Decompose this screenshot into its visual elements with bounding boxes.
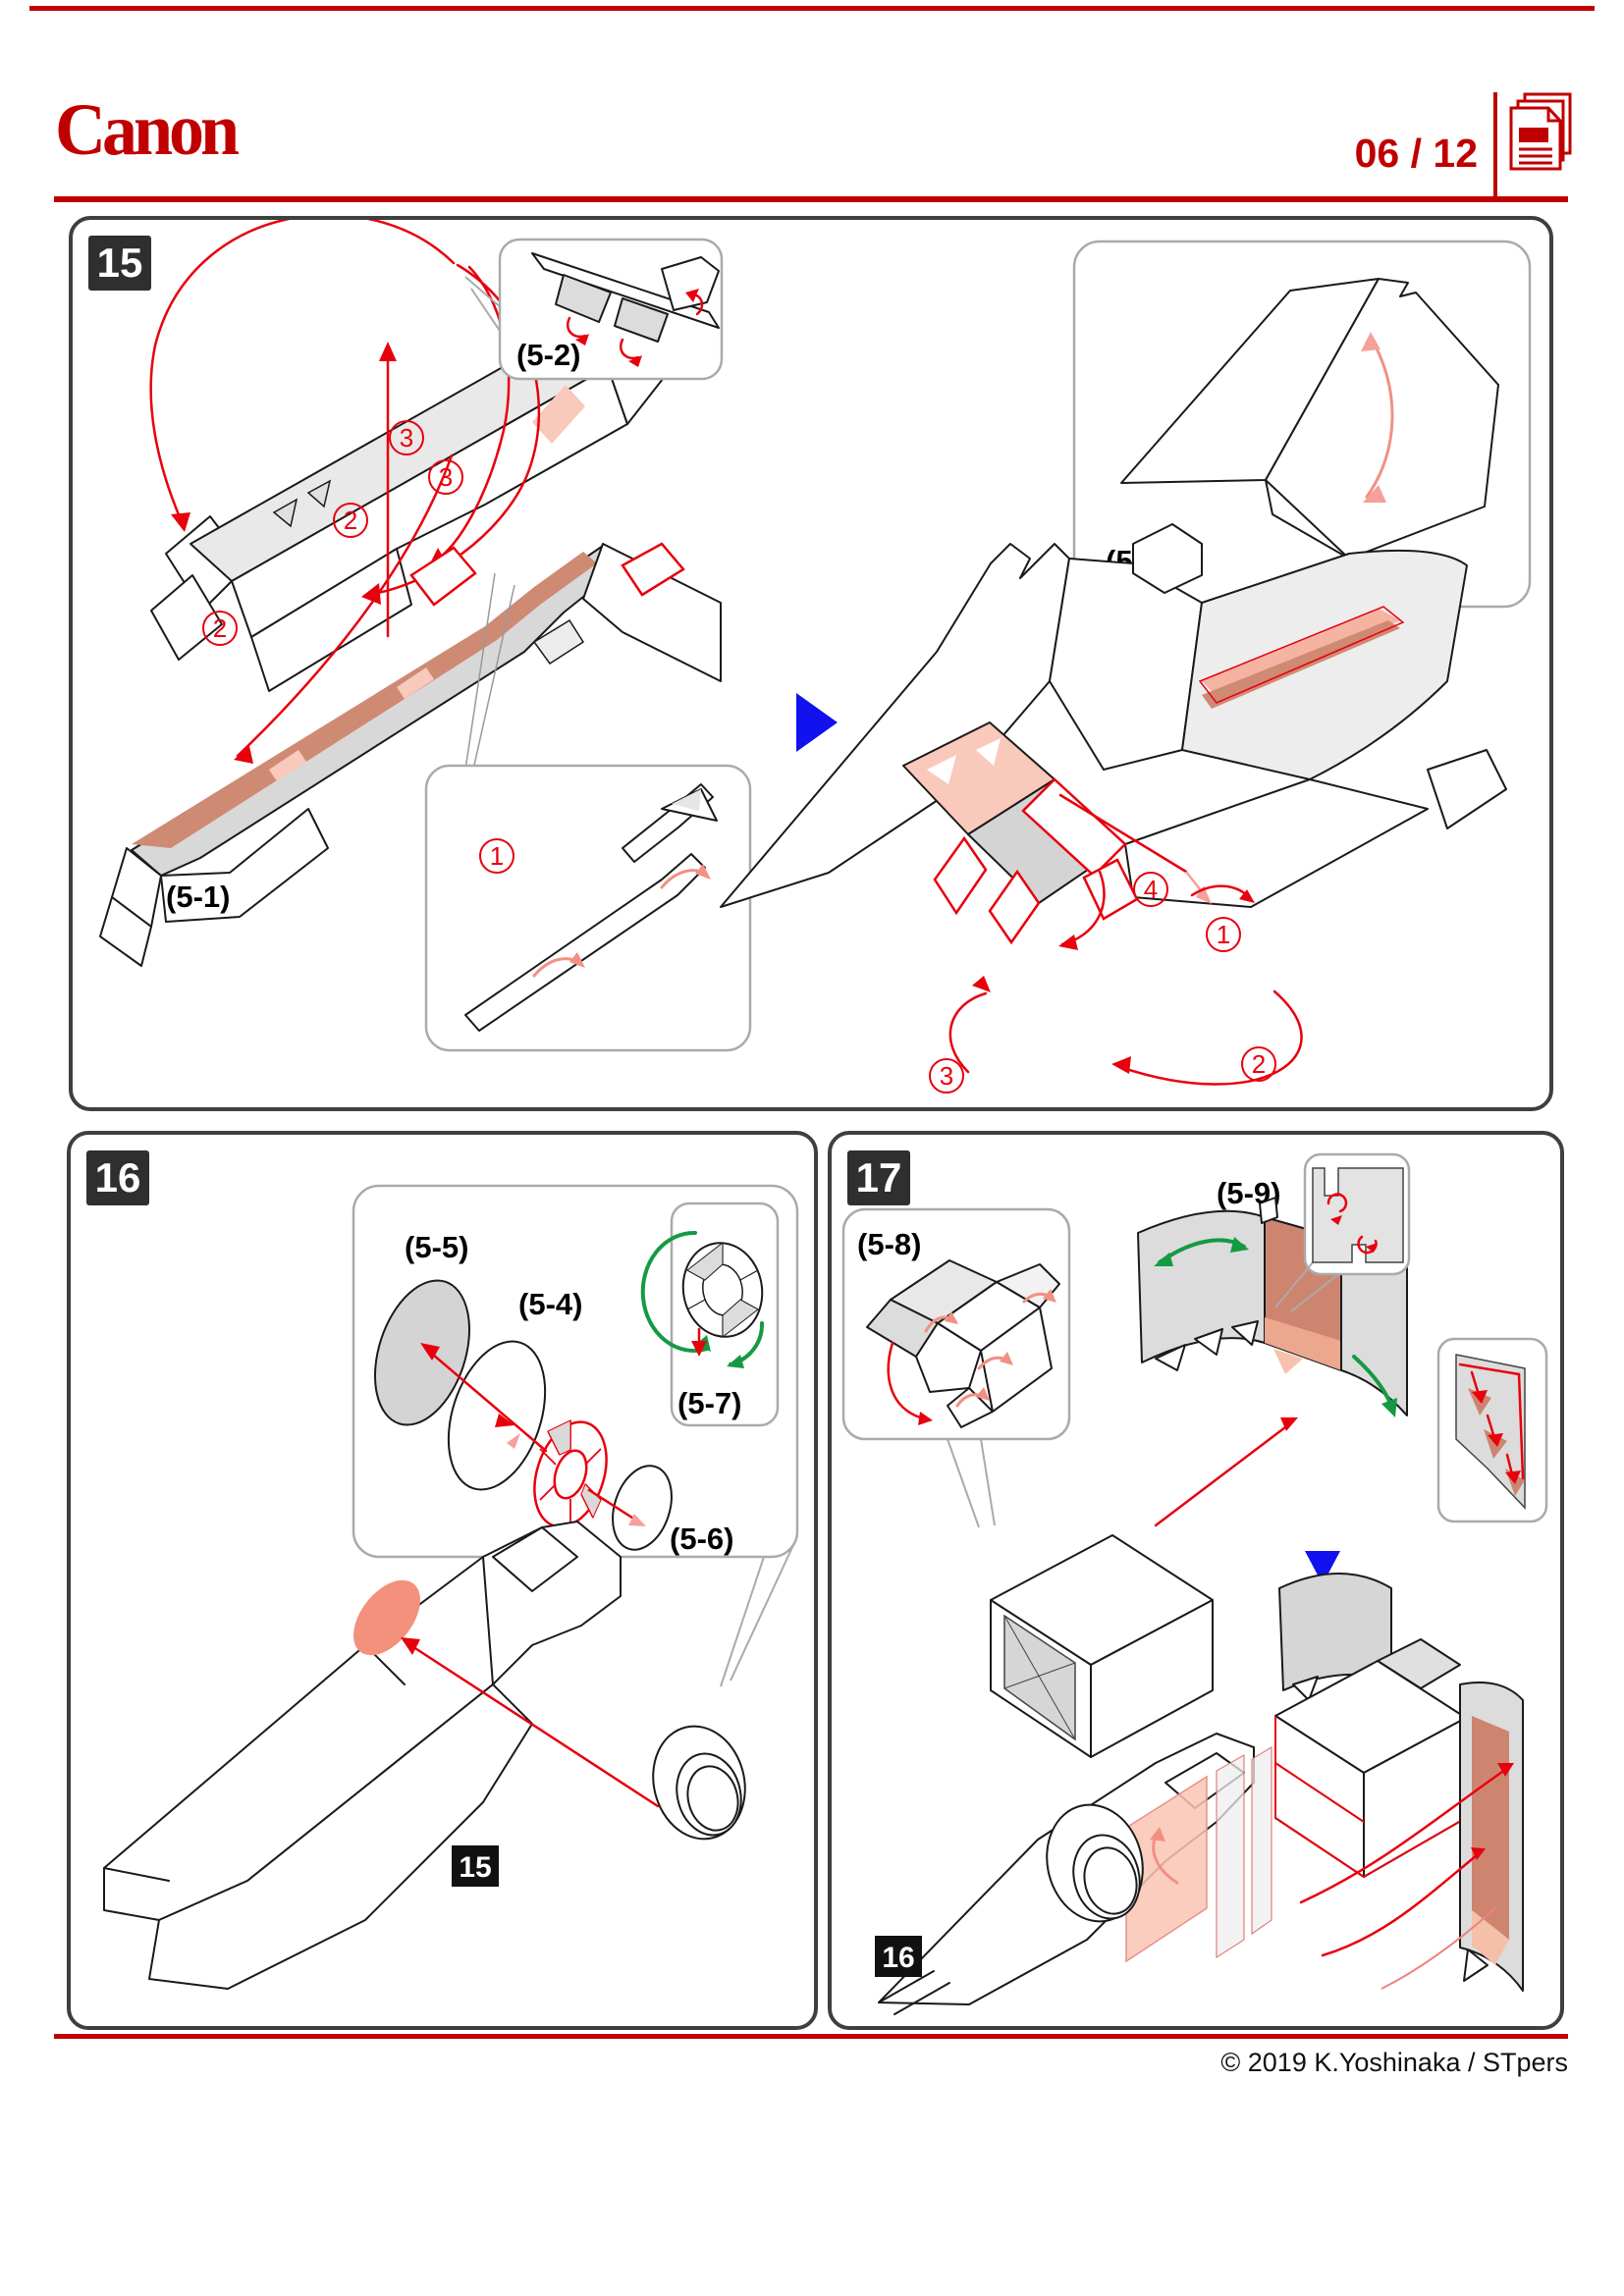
label-5-5: (5-5) — [405, 1230, 468, 1264]
callout-5-8: (5-8) — [841, 1207, 1071, 1528]
assembled-body — [720, 523, 1507, 945]
label-5-8: (5-8) — [857, 1227, 921, 1261]
panel-step-16: 16 (5-5) (5-4) (5-6) — [67, 1131, 818, 2030]
header-divider — [1493, 92, 1497, 202]
next-arrow-down — [1305, 1551, 1340, 1584]
label-5-2: (5-2) — [516, 338, 580, 372]
page-indicator: 06 / 12 — [1354, 131, 1478, 176]
footer-rule — [54, 2034, 1568, 2039]
step-3-marker: 3 — [389, 420, 424, 455]
callout-5-2: (5-2) — [464, 238, 724, 381]
svg-text:3: 3 — [940, 1061, 953, 1091]
wheel-callout: (5-5) (5-4) (5-6) — [352, 1184, 799, 1687]
glue-tabs-callout — [1436, 1337, 1548, 1523]
tab-detail-callout — [1274, 1152, 1411, 1312]
step-3-marker: 3 — [929, 1058, 964, 1094]
axis-arrows — [420, 1343, 646, 1526]
svg-text:2: 2 — [213, 614, 227, 643]
svg-text:2: 2 — [344, 506, 357, 535]
step-2-marker: 2 — [333, 503, 368, 538]
svg-text:1: 1 — [490, 841, 504, 871]
assembly-arrows-red — [948, 793, 1303, 1086]
svg-text:1: 1 — [1217, 920, 1230, 949]
step-15-badge: 15 — [88, 236, 151, 291]
svg-text:16: 16 — [882, 1942, 914, 1974]
copyright: © 2019 K.Yoshinaka / STpers — [1220, 2048, 1568, 2077]
slot-detail-callout: 1 — [424, 764, 752, 1052]
pages-icon — [1509, 92, 1572, 171]
label-5-6: (5-6) — [670, 1522, 733, 1556]
front-wheel — [652, 1725, 746, 1841]
engine-bay-assembly — [1274, 1573, 1524, 1992]
step-17-diagram: (5-8) (5-9) — [841, 1152, 1548, 2015]
car-body-ref-15: 15 — [103, 1521, 746, 1990]
callout-5-7: (5-7) — [640, 1201, 780, 1427]
step-16-diagram: (5-5) (5-4) (5-6) — [103, 1184, 799, 1990]
canon-logo: Canon — [55, 88, 240, 171]
svg-text:15: 15 — [459, 1851, 491, 1884]
step-2-marker: 2 — [1241, 1046, 1276, 1082]
step-4-marker: 4 — [1133, 872, 1168, 907]
step-1-marker: 1 — [1206, 917, 1241, 952]
step-2-marker: 2 — [202, 611, 238, 646]
part-5-9 — [1137, 1197, 1408, 1527]
front-wheel — [1046, 1803, 1144, 1923]
step-16-badge: 16 — [86, 1150, 149, 1205]
step-17-badge: 17 — [847, 1150, 910, 1205]
next-arrow-right — [796, 693, 838, 752]
label-5-7: (5-7) — [677, 1386, 741, 1420]
cowl-part — [150, 305, 675, 692]
svg-text:4: 4 — [1144, 875, 1158, 904]
label-5-1: (5-1) — [166, 880, 230, 914]
header-rule — [54, 196, 1568, 202]
svg-text:2: 2 — [1252, 1049, 1266, 1079]
body-ref-badge: 15 — [452, 1845, 499, 1887]
chassis-part-5-1 — [99, 542, 722, 967]
svg-text:3: 3 — [439, 462, 453, 492]
wheel-hub-part — [533, 1419, 608, 1528]
duct-box-part — [990, 1534, 1214, 1758]
body-ref-badge: 16 — [875, 1936, 922, 1977]
svg-text:3: 3 — [400, 423, 413, 453]
car-body-ref-16: 16 — [875, 1733, 1272, 2015]
top-rule — [29, 6, 1595, 11]
panel-step-15: 15 — [69, 216, 1553, 1111]
label-5-4: (5-4) — [518, 1287, 582, 1321]
callout-5-3: (5-3) — [1072, 240, 1532, 661]
panel-step-17: 17 (5-8) — [828, 1131, 1564, 2030]
step-3-marker: 3 — [428, 459, 463, 495]
step-15-diagram: 3 3 2 2 — [99, 220, 1532, 1094]
